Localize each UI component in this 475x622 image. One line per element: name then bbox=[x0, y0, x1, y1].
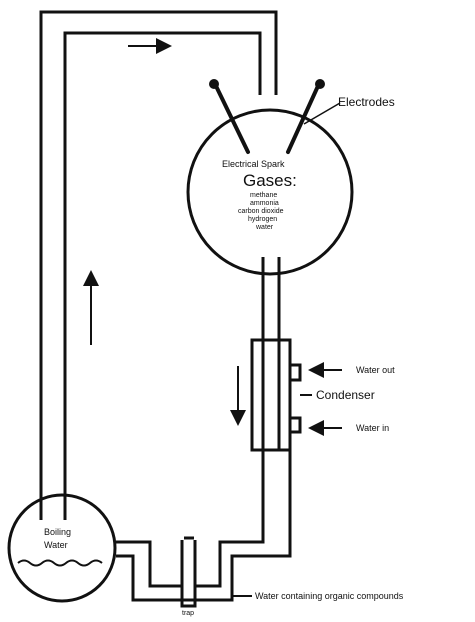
trap-tube bbox=[180, 540, 197, 608]
label-water-in: Water in bbox=[356, 423, 389, 433]
tube-return-outer bbox=[182, 450, 292, 602]
leader-electrodes bbox=[303, 102, 341, 125]
gas-item: water bbox=[255, 224, 274, 231]
water-out-port bbox=[290, 363, 302, 382]
electrode-right-tip bbox=[315, 79, 325, 89]
label-condenser: Condenser bbox=[316, 388, 375, 402]
tube-outer bbox=[39, 10, 278, 520]
water-in-port bbox=[290, 416, 302, 434]
tube-inner bbox=[63, 31, 262, 520]
gas-item: carbon dioxide bbox=[238, 208, 284, 215]
water-surface bbox=[17, 559, 103, 567]
label-electrical-spark: Electrical Spark bbox=[222, 159, 285, 169]
tube-to-flask-inner bbox=[116, 540, 182, 588]
label-trap: trap bbox=[182, 610, 194, 617]
gas-item: ammonia bbox=[250, 200, 279, 207]
tube-to-flask-outer bbox=[116, 554, 182, 602]
electrode-right bbox=[286, 84, 320, 154]
label-water: Water bbox=[44, 540, 68, 550]
boiling-flask bbox=[7, 493, 117, 603]
electrode-left-tip bbox=[209, 79, 219, 89]
spark-flask bbox=[186, 108, 354, 276]
gas-item: hydrogen bbox=[248, 216, 277, 223]
label-electrodes: Electrodes bbox=[338, 95, 395, 109]
label-water-out: Water out bbox=[356, 365, 395, 375]
tube-return-inner bbox=[195, 450, 265, 588]
gas-item: methane bbox=[250, 192, 277, 199]
label-water-containing: Water containing organic compounds bbox=[255, 591, 404, 601]
label-boiling: Boiling bbox=[44, 527, 71, 537]
electrode-left bbox=[214, 84, 250, 154]
condenser-jacket bbox=[250, 338, 292, 452]
label-gases-title: Gases: bbox=[243, 171, 297, 190]
